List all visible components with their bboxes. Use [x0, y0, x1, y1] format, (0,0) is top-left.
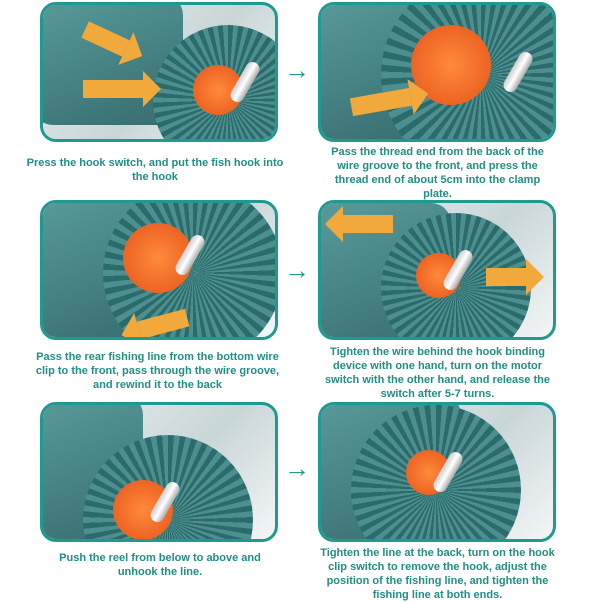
direction-arrow: [83, 71, 161, 107]
next-step-arrow-icon: →: [284, 453, 310, 483]
step-1-photo: [40, 2, 278, 142]
step-3-caption: Pass the rear fishing line from the bott…: [35, 351, 280, 391]
next-step-arrow-icon: →: [284, 255, 310, 285]
step-6-caption: Tighten the line at the back, turn on th…: [320, 547, 555, 601]
next-step-arrow-icon: →: [284, 55, 310, 85]
step-5-photo: [40, 402, 278, 542]
step-6-photo: [318, 402, 556, 542]
step-5-caption: Push the reel from below to above and un…: [59, 552, 261, 578]
step-1-caption: Press the hook switch, and put the fish …: [26, 157, 284, 183]
step-2-photo: [318, 2, 556, 142]
step-2-caption: Pass the thread end from the back of the…: [331, 146, 544, 200]
step-3-photo: [40, 200, 278, 340]
step-4-caption: Tighten the wire behind the hook binding…: [325, 346, 550, 400]
step-4-photo: [318, 200, 556, 340]
